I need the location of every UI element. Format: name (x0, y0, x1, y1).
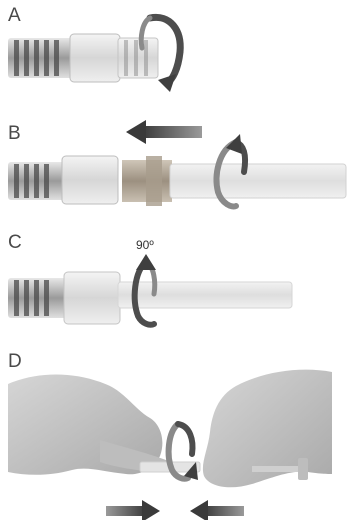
syringe-connector-a (8, 34, 158, 82)
needle-c (118, 282, 292, 308)
gloved-hand-right (203, 370, 332, 488)
syringe-connector-c (8, 272, 120, 324)
push-right-arrow-icon (106, 500, 160, 520)
pull-left-arrow-b-icon (126, 120, 202, 144)
syringe-connector-b (8, 156, 118, 204)
gloved-hand-left (8, 374, 171, 474)
push-left-arrow-icon (190, 500, 244, 520)
needle-cap-b (122, 156, 346, 206)
